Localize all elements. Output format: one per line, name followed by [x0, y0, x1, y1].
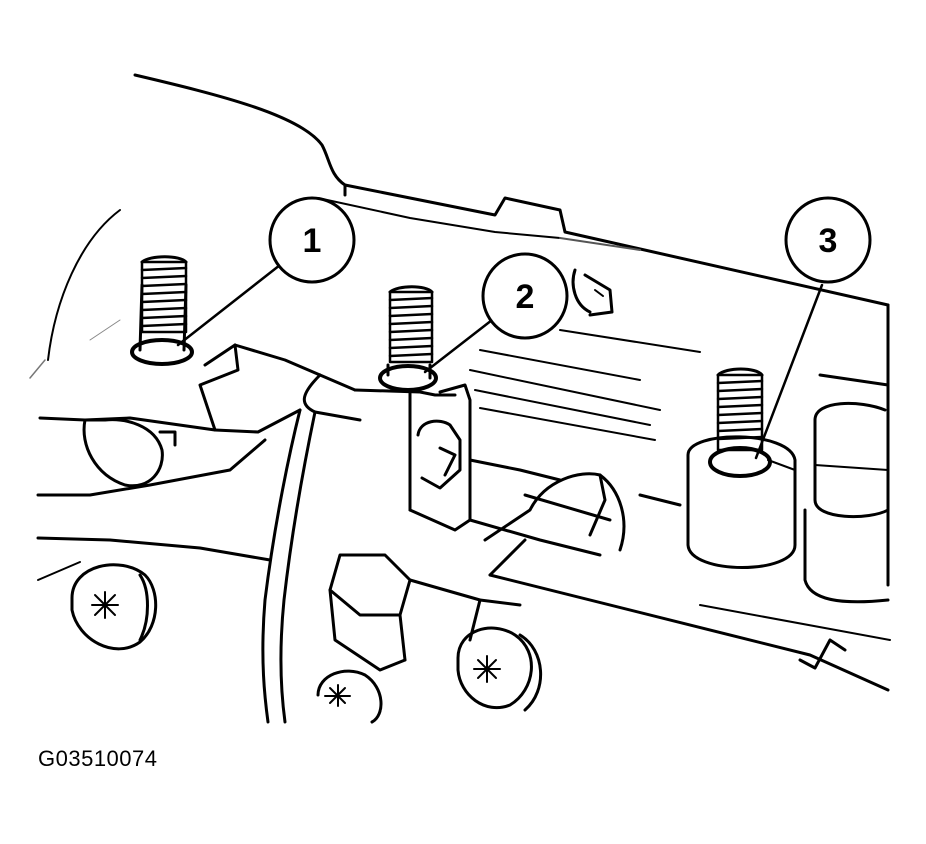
callout-2-label: 2: [516, 278, 535, 316]
lower-fittings: [316, 553, 542, 724]
callout-2: 2: [423, 252, 569, 374]
left-section: [36, 343, 272, 651]
callout-1: 1: [176, 196, 356, 347]
housing-outline: [133, 73, 890, 587]
figure-id-label: G03510074: [38, 746, 158, 771]
stud-3: [686, 367, 797, 569]
callout-3: 3: [754, 196, 872, 460]
stud-2: [378, 285, 438, 392]
fitting-top: [571, 268, 614, 317]
callout-3-label: 3: [819, 222, 838, 260]
stud-1: [130, 255, 194, 366]
middle-section: [353, 383, 891, 692]
rib-lines: [469, 329, 701, 441]
callout-1-label: 1: [303, 222, 322, 260]
fitting-mid: [416, 419, 462, 490]
right-bosses: [767, 373, 890, 604]
plug: [70, 563, 158, 651]
central-wall: [213, 343, 362, 724]
rail-lines: [29, 197, 641, 379]
